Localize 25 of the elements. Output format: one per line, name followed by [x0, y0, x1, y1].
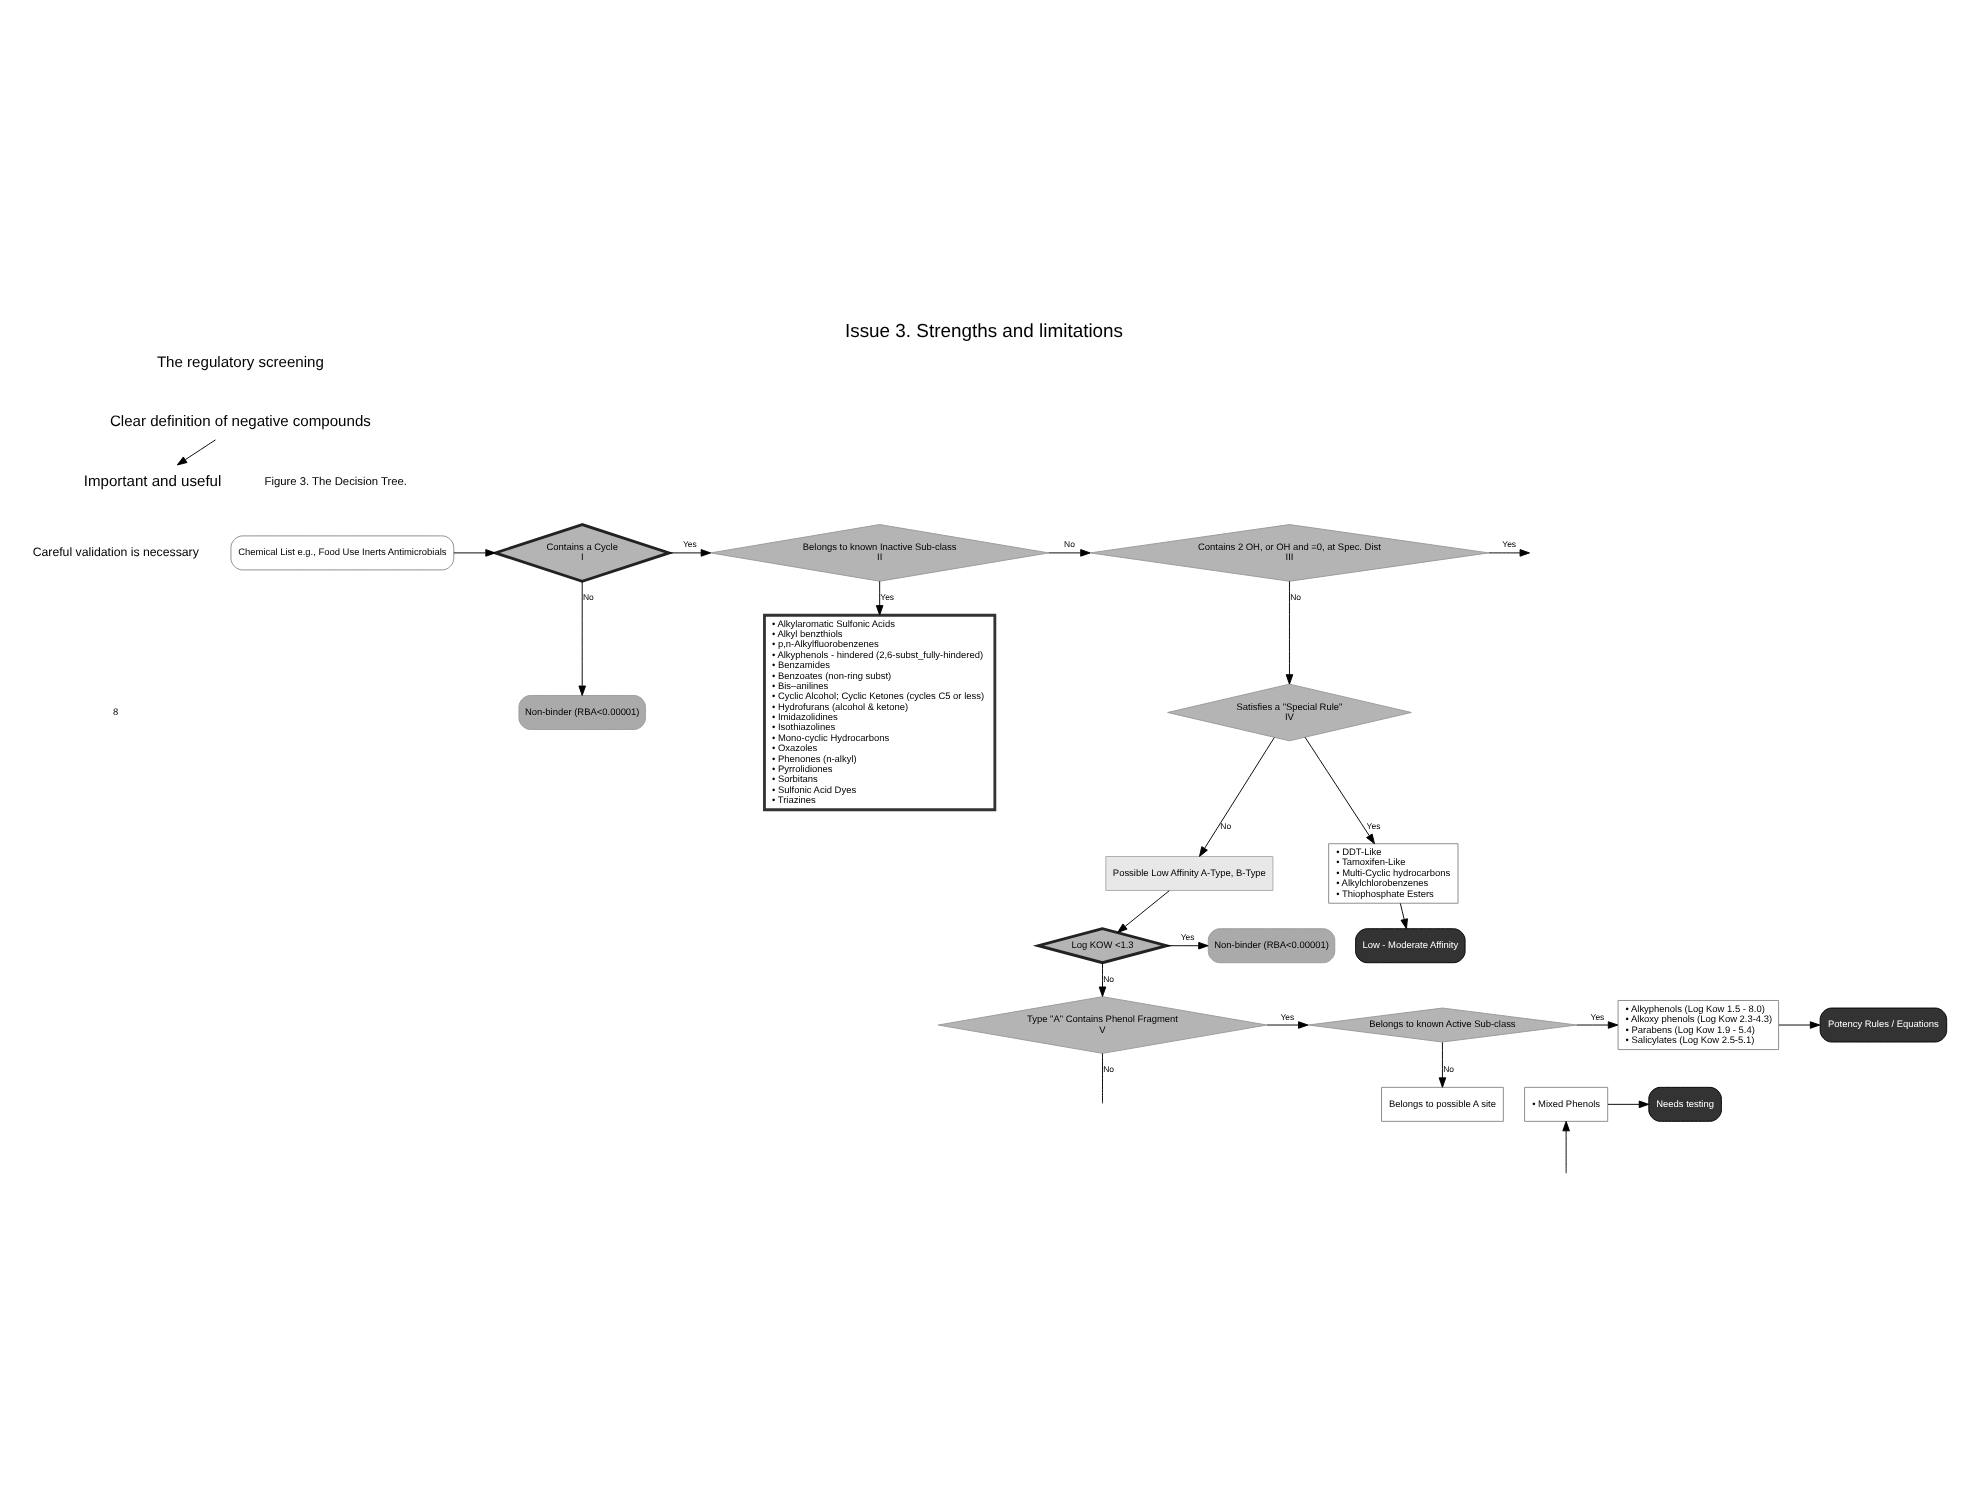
label: The regulatory screening	[156, 351, 324, 370]
arrow	[669, 548, 712, 556]
diagram-title: Issue 3. Strengths and limitations	[844, 319, 1124, 342]
arrow	[176, 438, 216, 465]
arrow	[1199, 736, 1275, 856]
arrow	[1438, 1040, 1447, 1087]
arrow	[1488, 548, 1530, 556]
arrow	[453, 548, 496, 556]
node-text: Important and useful	[83, 470, 222, 489]
arrow	[578, 579, 586, 695]
arrow	[1304, 735, 1375, 844]
arrow	[875, 579, 884, 615]
connector	[1102, 1052, 1103, 1103]
arrow	[1048, 548, 1091, 556]
arrow	[1098, 961, 1107, 996]
node-text: Clear definition of negative compounds	[109, 411, 371, 430]
arrow	[1562, 1119, 1570, 1173]
arrow	[1778, 1020, 1821, 1028]
arrow	[1266, 1020, 1309, 1028]
arrow	[1166, 940, 1209, 949]
arrow	[1117, 889, 1170, 932]
arrow	[1399, 901, 1408, 929]
arrow	[1607, 1099, 1650, 1108]
arrow	[1285, 579, 1294, 684]
arrow	[1576, 1020, 1619, 1028]
